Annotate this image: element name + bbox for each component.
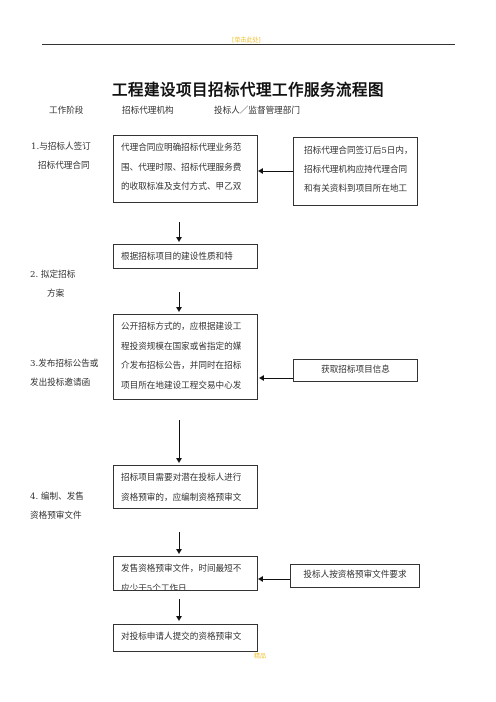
arrow-left-icon xyxy=(258,168,263,174)
bidder-box-1-line-2: 招标代理机构应持代理合同 xyxy=(304,165,408,175)
agency-box-5-line-1: 发售资格预审文件，时间最短不 xyxy=(121,564,242,574)
arrow-down-icon xyxy=(176,616,182,621)
arrow-down-icon xyxy=(176,458,182,463)
arrow-down-icon xyxy=(176,237,182,242)
connector-line-3 xyxy=(179,420,180,459)
agency-box-2-line-1: 根据招标项目的建设性质和特 xyxy=(121,252,233,262)
agency-box-1-line-1: 代理合同应明确招标代理业务范 xyxy=(121,143,242,153)
header-watermark: [单击此处] xyxy=(232,37,261,44)
connector-h-2 xyxy=(263,378,293,379)
bidder-box-2-line-1: 获取招标项目信息 xyxy=(321,364,390,375)
stage-3-line-1: 3.发布招标公告或 xyxy=(30,359,99,369)
bidder-box-get-info: 获取招标项目信息 xyxy=(293,359,418,382)
bidder-box-contract-filing: 招标代理合同签订后5日内， 招标代理机构应持代理合同 和有关资料到项目所在地工 xyxy=(293,137,418,206)
stage-label-3: 3.发布招标公告或 发出投标邀请函 xyxy=(30,355,98,393)
arrow-left-icon xyxy=(259,375,264,381)
footer-watermark: 精品 xyxy=(254,653,267,660)
bidder-box-3-line-1: 投标人按资格预审文件要求 xyxy=(303,570,407,581)
bidder-box-1-line-1: 招标代理合同签订后5日内， xyxy=(304,146,413,156)
connector-line-5 xyxy=(179,599,180,617)
agency-box-prequal-doc: 招标项目需要对潜在投标人进行 资格预审的，应编制资格预审文 xyxy=(113,465,258,509)
stage-2-line-1: 2. 拟定招标 xyxy=(30,270,76,280)
agency-box-3-line-3: 介发布招标公告，并同时在招标 xyxy=(121,361,242,371)
connector-line-4 xyxy=(179,532,180,550)
agency-box-1-line-2: 围、代理时限、招标代理服务费 xyxy=(121,162,242,173)
page-title: 工程建设项目招标代理工作服务流程图 xyxy=(111,80,384,99)
header-divider xyxy=(42,44,455,45)
column-stage-header: 工作阶段 xyxy=(49,106,84,116)
agency-box-contract: 代理合同应明确招标代理业务范 围、代理时限、招标代理服务费 的收取标准及支付方式… xyxy=(113,135,258,203)
stage-1-line-1: 1.与招标人签订 xyxy=(31,142,91,152)
stage-4-line-2: 资格预审文件 xyxy=(30,511,82,521)
agency-box-3-line-1: 公开招标方式的，应根据建设工 xyxy=(121,322,242,332)
stage-1-line-2: 招标代理合同 xyxy=(38,161,90,171)
stage-label-1: 1.与招标人签订 招标代理合同 xyxy=(31,138,91,176)
column-bidder-header: 投标人／监督管理部门 xyxy=(214,106,300,116)
agency-box-3-line-2: 程投资规模在国家或省指定的媒 xyxy=(121,341,242,352)
stage-label-2: 2. 拟定招标 方案 xyxy=(30,266,75,304)
stage-label-4: 4. 编制、发售 资格预审文件 xyxy=(30,488,84,526)
connector-line-2 xyxy=(179,292,180,308)
agency-box-4-line-2: 资格预审的，应编制资格预审文 xyxy=(121,492,242,503)
agency-box-review-prequal: 对投标申请人提交的资格预审文 xyxy=(113,624,258,652)
column-agency-header: 招标代理机构 xyxy=(122,106,174,116)
connector-h-1 xyxy=(262,171,293,172)
connector-h-3 xyxy=(262,579,290,580)
stage-4-line-1: 4. 编制、发售 xyxy=(30,492,84,502)
bidder-box-1-line-3: 和有关资料到项目所在地工 xyxy=(304,184,408,194)
arrow-left-icon xyxy=(258,576,263,582)
connector-line-1 xyxy=(179,222,180,239)
agency-box-announce: 公开招标方式的，应根据建设工 程投资规模在国家或省指定的媒 介发布招标公告，并同… xyxy=(113,314,258,400)
arrow-down-icon xyxy=(176,307,182,312)
agency-box-4-line-1: 招标项目需要对潜在投标人进行 xyxy=(121,473,242,483)
agency-box-3-line-4: 项目所在地建设工程交易中心发 xyxy=(121,380,242,391)
agency-box-6-line-1: 对投标申请人提交的资格预审文 xyxy=(121,632,242,642)
agency-box-5-line-2: 应少于5个工作日 xyxy=(121,583,187,591)
stage-2-line-2: 方案 xyxy=(47,289,65,299)
agency-box-plan: 根据招标项目的建设性质和特 xyxy=(113,244,258,269)
arrow-down-icon xyxy=(176,549,182,554)
agency-box-1-line-3: 的收取标准及支付方式、甲乙双 xyxy=(121,182,242,192)
bidder-box-prequal-submit: 投标人按资格预审文件要求 xyxy=(290,564,420,588)
agency-box-sell-prequal: 发售资格预审文件，时间最短不 应少于5个工作日 xyxy=(113,556,258,591)
stage-3-line-2: 发出投标邀请函 xyxy=(30,378,91,388)
